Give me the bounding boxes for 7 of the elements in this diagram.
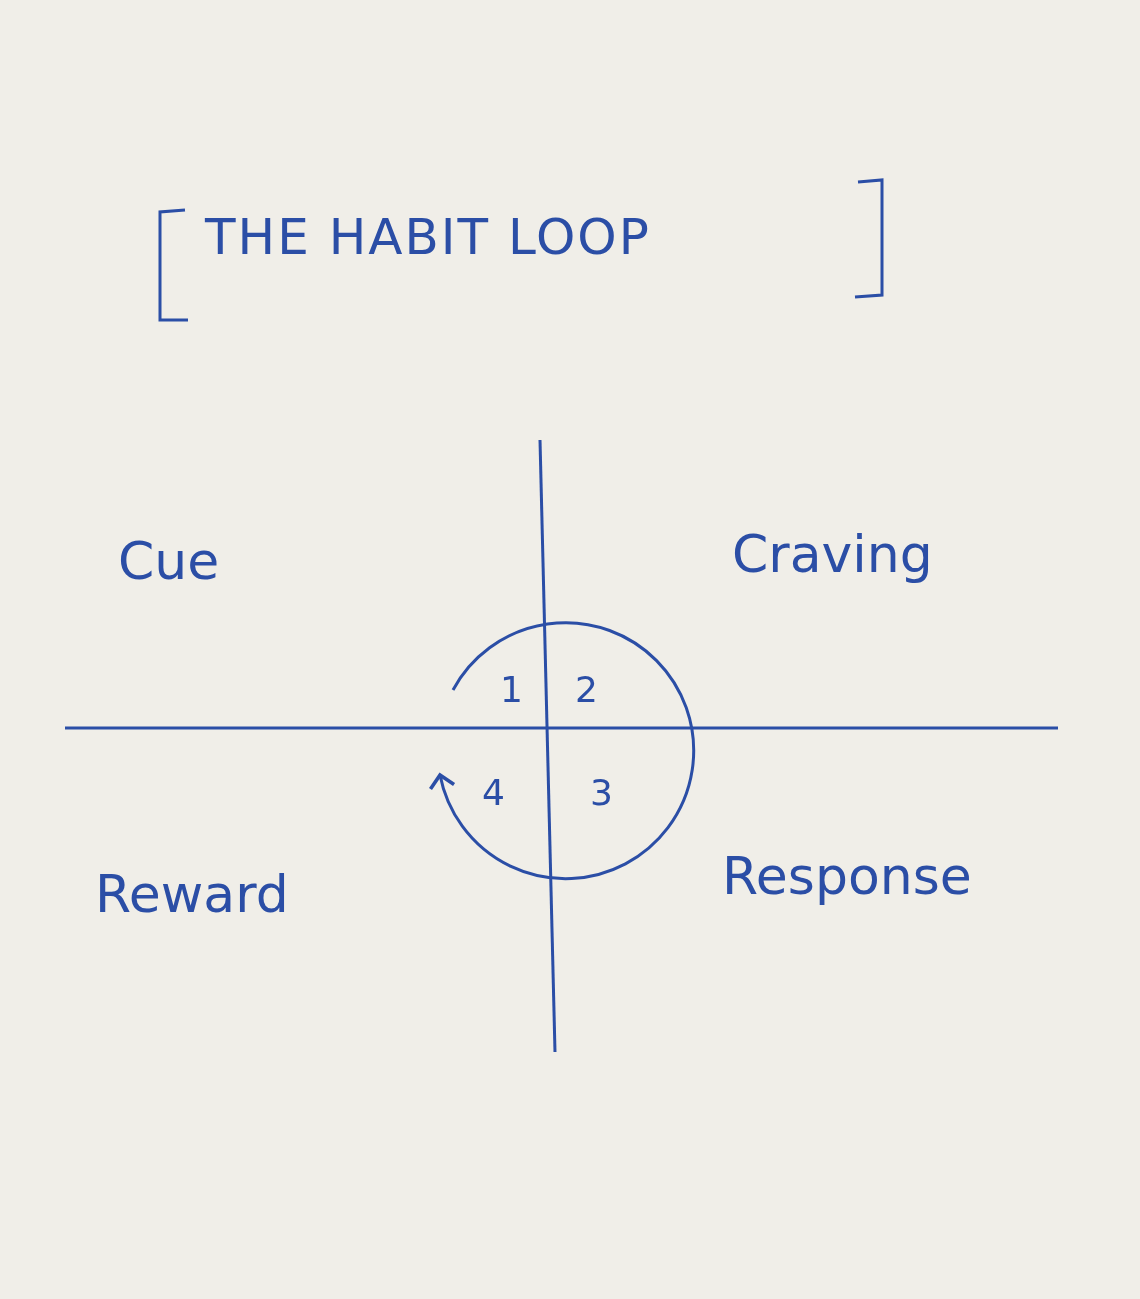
step-number: 3 [590, 775, 613, 811]
step-number: 1 [500, 672, 523, 708]
title: THE HABIT LOOP [205, 212, 651, 262]
quadrant-label: Cue [118, 535, 220, 587]
step-number: 4 [482, 775, 505, 811]
step-number: 2 [575, 672, 598, 708]
quadrant-label: Reward [95, 868, 289, 920]
